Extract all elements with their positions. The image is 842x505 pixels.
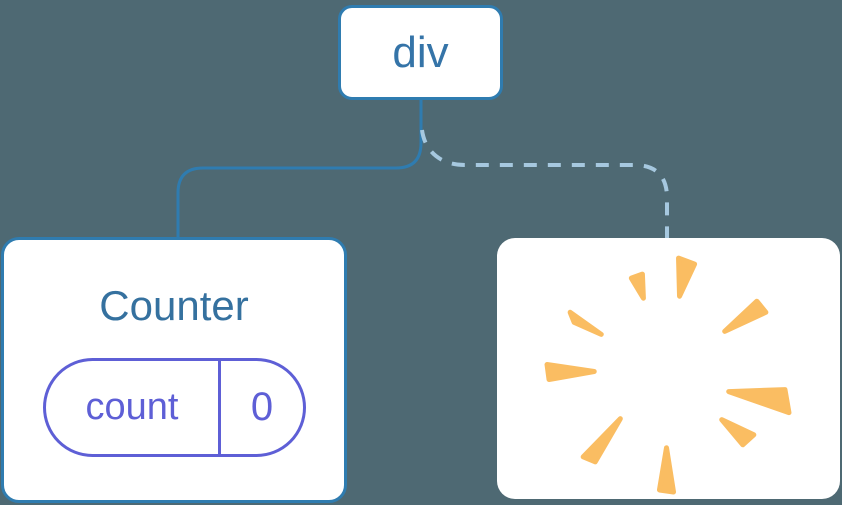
solid-edge-to-counter bbox=[176, 100, 423, 239]
state-key-label: count bbox=[85, 386, 179, 428]
poof-ray bbox=[567, 309, 604, 337]
counter-component-card: Counter count 0 bbox=[1, 237, 347, 503]
tree-node-div: div bbox=[338, 5, 503, 100]
poof-ray bbox=[628, 271, 646, 301]
poof-ray bbox=[676, 255, 698, 299]
poof-ray bbox=[719, 417, 757, 448]
state-pill: count 0 bbox=[43, 358, 306, 457]
poof-ray bbox=[722, 298, 769, 334]
poof-starburst-icon bbox=[544, 255, 792, 495]
poof-ray bbox=[726, 387, 792, 416]
poof-ray bbox=[580, 416, 623, 465]
dashed-edge-to-removed bbox=[420, 129, 669, 240]
tree-node-div-label: div bbox=[392, 27, 449, 77]
counter-card-title: Counter bbox=[99, 282, 249, 329]
state-value-label: 0 bbox=[250, 385, 274, 429]
pill-divider bbox=[218, 361, 221, 454]
poof-ray bbox=[656, 445, 677, 495]
poof-ray bbox=[544, 361, 597, 383]
removed-component-card bbox=[497, 238, 840, 499]
